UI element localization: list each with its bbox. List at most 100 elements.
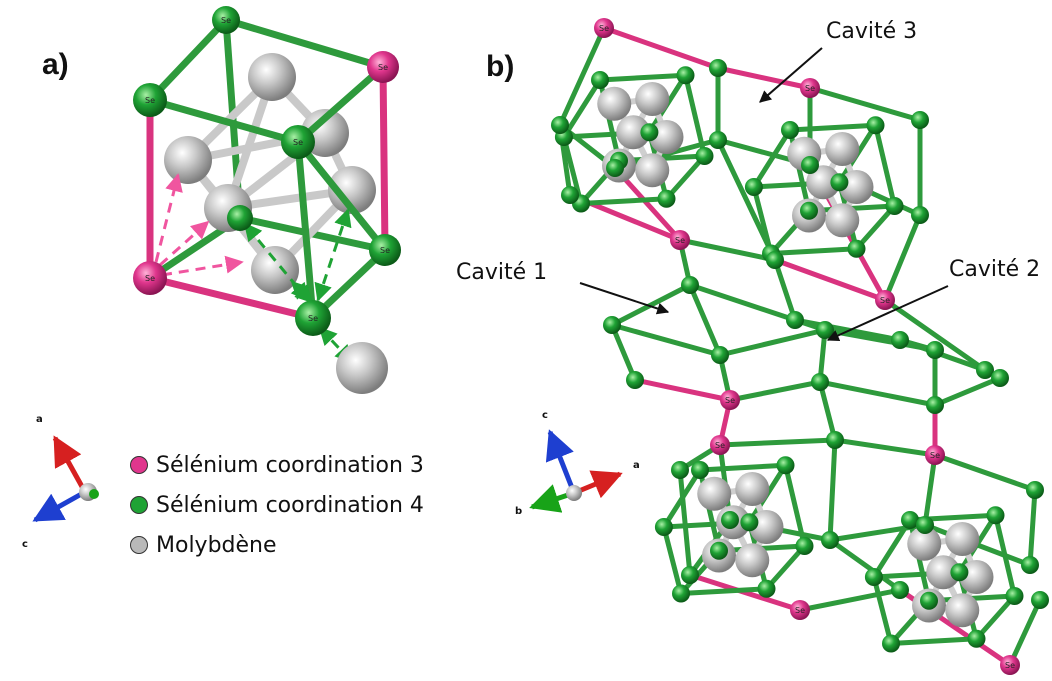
lattice-bond — [932, 375, 1003, 408]
selenium-3-atom — [875, 290, 895, 310]
lattice-bond — [873, 122, 897, 209]
selenium-4-atom — [781, 121, 799, 139]
lattice-bond — [882, 212, 923, 303]
lattice-bond — [768, 246, 859, 256]
molybdenum-atom — [735, 472, 770, 506]
selenium-4-atom — [640, 123, 659, 142]
lattice-bond — [661, 524, 684, 596]
lattice-bond — [751, 184, 774, 256]
molybdenum-atom — [926, 555, 961, 590]
cavity-2-arrow — [826, 285, 949, 342]
molybdenum-atom — [959, 560, 994, 594]
molybdenum-atom — [749, 510, 784, 544]
lattice-bond — [561, 77, 603, 140]
selenium-4-atom — [801, 156, 819, 174]
axis-origin — [566, 485, 582, 501]
selenium-4-atom — [212, 6, 240, 34]
molybdenum-atom — [649, 120, 684, 154]
cube-edge — [146, 16, 230, 104]
atom-label: Se — [293, 138, 303, 147]
selenium-4-atom — [976, 361, 994, 379]
molybdenum-atom — [248, 53, 296, 101]
cube-edge — [294, 63, 387, 146]
lattice-bond — [609, 282, 693, 328]
lattice-bond — [1007, 597, 1043, 668]
lattice-bond — [932, 452, 1038, 493]
atom-label: Se — [795, 606, 805, 615]
selenium-4-atom — [891, 581, 909, 599]
molybdenum-atom — [251, 246, 299, 294]
lattice-bond — [817, 379, 838, 443]
lattice-bond — [871, 517, 913, 580]
selenium-4-atom — [1021, 556, 1039, 574]
selenium-4-atom — [821, 531, 839, 549]
lattice-bond — [717, 437, 838, 448]
lattice-bond — [697, 462, 788, 473]
lattice-bond — [632, 377, 733, 403]
selenium-4-atom — [551, 116, 569, 134]
lattice-bond — [751, 127, 793, 190]
selenium-4-atom — [711, 346, 729, 364]
lattice-bond — [817, 379, 938, 408]
atom-label: Se — [675, 236, 685, 245]
coordination-arrow — [290, 280, 314, 304]
cavity-2-label: Cavité 2 — [949, 257, 1041, 282]
atom-label: Se — [805, 84, 815, 93]
lattice-bond — [557, 25, 607, 128]
molybdenum-atom — [597, 86, 632, 121]
atom-label: Se — [378, 63, 388, 72]
cube-edge — [146, 274, 317, 322]
selenium-3-atom — [790, 600, 810, 620]
lattice-bond — [882, 297, 988, 373]
lattice-bond — [772, 257, 888, 303]
lattice-bond — [827, 537, 903, 593]
selenium-4-atom — [709, 131, 727, 149]
molybdenum-atom — [635, 153, 670, 188]
lattice-bond — [609, 322, 638, 383]
lattice-bond — [871, 574, 894, 646]
axis-a-label: a — [36, 414, 43, 425]
molybdenum-atom — [697, 476, 732, 511]
atom-label: Se — [880, 296, 890, 305]
axis-origin-green — [89, 489, 99, 499]
selenium-4-atom — [911, 111, 929, 129]
lattice-bond — [888, 636, 979, 646]
molybdenum-atom — [907, 526, 942, 561]
lattice-bond — [683, 72, 707, 159]
selenium-4-atom — [710, 541, 728, 560]
atom-label: Se — [221, 16, 231, 25]
lattice-bond — [601, 25, 721, 71]
selenium-4-atom — [776, 456, 795, 475]
se4-swatch — [130, 496, 148, 514]
selenium-4-atom — [911, 206, 929, 224]
selenium-4-atom — [926, 396, 944, 414]
selenium-4-atom — [786, 311, 804, 329]
lattice-bond — [787, 122, 878, 133]
selenium-4-atom — [591, 71, 609, 89]
selenium-4-atom — [901, 511, 919, 529]
selenium-4-atom — [866, 116, 885, 135]
molybdenum-atom — [945, 522, 980, 556]
atom-label: Se — [145, 96, 155, 105]
atom-label: Se — [930, 451, 940, 460]
lattice-bond — [783, 462, 807, 549]
selenium-4-atom — [1031, 591, 1049, 609]
selenium-4-atom — [133, 83, 167, 117]
lattice-bond — [687, 282, 723, 358]
selenium-4-atom — [654, 518, 673, 536]
cube-edge — [379, 63, 389, 254]
atom-label: Se — [599, 24, 609, 33]
legend-item-mo: Molybdène — [130, 525, 424, 565]
axis-a-arrow — [573, 470, 623, 499]
selenium-4-atom — [369, 234, 401, 266]
selenium-4-atom — [695, 147, 714, 165]
selenium-4-atom — [561, 186, 579, 204]
axis-c-label: c — [22, 539, 28, 550]
selenium-4-atom — [676, 66, 695, 85]
se3-swatch — [130, 456, 148, 474]
coordination-arrow — [158, 220, 210, 267]
atom-label: Se — [1005, 661, 1015, 670]
selenium-4-atom — [986, 506, 1005, 525]
atom-label: Se — [308, 314, 318, 323]
